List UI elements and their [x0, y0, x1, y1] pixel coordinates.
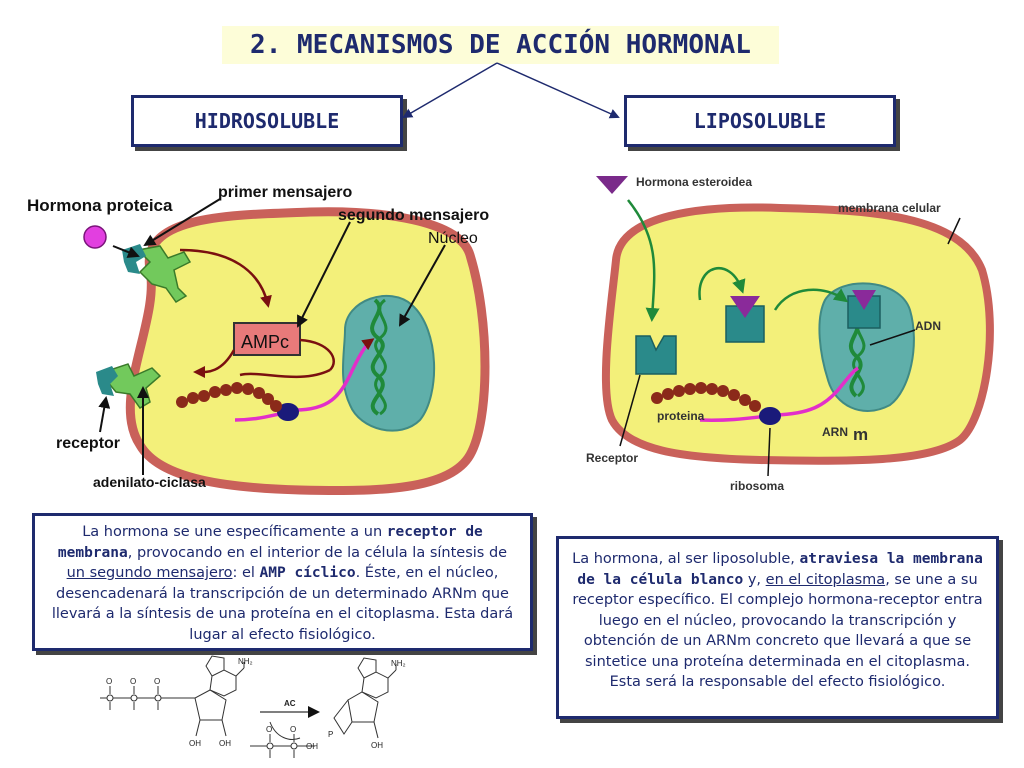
label-primer-mensajero: primer mensajero	[218, 184, 353, 201]
hydrosoluble-label: HIDROSOLUBLE	[194, 109, 340, 133]
right-cell-diagram	[583, 165, 999, 500]
label-receptor-right: Receptor	[586, 451, 638, 465]
label-ribosoma: ribosoma	[730, 479, 784, 493]
nh2-label-2: NH₂	[391, 659, 406, 668]
right-nucleus	[818, 282, 915, 412]
label-adn: ADN	[915, 319, 941, 333]
enzyme-ac-label: AC	[284, 699, 296, 708]
label-segundo-mensajero: segundo mensajero	[338, 207, 489, 224]
right-text-run-1: atraviesa la membrana de la célula blanc…	[577, 551, 983, 588]
left-nucleus	[341, 295, 436, 432]
oh-label-1: OH	[189, 739, 201, 748]
left-text-run-1: receptor de membrana	[57, 524, 483, 561]
right-text-run-4: , se une a su receptor específico. El co…	[572, 571, 983, 691]
o-label-1: O	[106, 677, 112, 686]
liposoluble-description-text: La hormona, al ser liposoluble, atravies…	[572, 551, 983, 690]
chem-labels: NH₂ NH₂ OH OH OH AC O O O O O OH P	[106, 657, 406, 751]
camp-molecule	[333, 657, 397, 739]
label-ampc: AMPc	[241, 332, 289, 352]
liposoluble-description: La hormona, al ser liposoluble, atravies…	[556, 536, 999, 719]
o-label-4: O	[266, 725, 272, 734]
o-label-2: O	[130, 677, 136, 686]
left-text-run-0: La hormona se une específicamente a un	[82, 524, 387, 540]
pyrophosphate	[250, 734, 315, 758]
label-hormona-esteroidea: Hormona esteroidea	[636, 175, 752, 189]
right-text-run-2: y,	[743, 571, 766, 588]
o-label-5: O	[290, 725, 296, 734]
hydrosoluble-box: HIDROSOLUBLE	[131, 95, 403, 147]
right-ribosome	[759, 407, 781, 425]
oh-label-2: OH	[219, 739, 231, 748]
liposoluble-label: LIPOSOLUBLE	[693, 109, 827, 133]
label-membrana-celular: membrana celular	[838, 201, 941, 215]
right-receptor-free	[635, 335, 677, 375]
hydrosoluble-description-text: La hormona se une específicamente a un r…	[52, 524, 513, 643]
right-protein-chain	[651, 382, 761, 412]
left-text-run-6: . Éste, en el núcleo, desencadenará la t…	[51, 565, 514, 643]
left-text-run-2: , provocando en el interior de la célula…	[127, 544, 508, 561]
protein-hormone	[83, 225, 107, 249]
label-arn: ARN	[822, 425, 848, 439]
atp-molecule	[100, 655, 245, 737]
label-adenilato-ciclasa: adenilato-ciclasa	[93, 474, 206, 490]
hydrosoluble-description: La hormona se une específicamente a un r…	[32, 513, 533, 651]
camp-box	[233, 322, 301, 356]
title-connector	[402, 62, 620, 119]
left-ribosome	[277, 403, 299, 421]
label-nucleo: Núcleo	[428, 230, 478, 247]
right-text-run-3: en el citoplasma	[765, 571, 886, 588]
label-receptor-left: receptor	[56, 435, 120, 452]
right-text-run-0: La hormona, al ser liposoluble,	[572, 551, 800, 567]
oh-label-4: OH	[306, 742, 318, 751]
label-arn-sub: m	[853, 425, 868, 444]
left-text-run-4: : el	[232, 565, 260, 581]
liposoluble-box: LIPOSOLUBLE	[624, 95, 896, 147]
left-text-run-3: un segundo mensajero	[66, 565, 233, 581]
left-text-run-5: AMP cíclico	[259, 565, 356, 581]
label-proteina: proteina	[657, 409, 705, 423]
page-title: 2. MECANISMOS DE ACCIÓN HORMONAL	[222, 26, 779, 64]
atp-to-camp-reaction	[100, 655, 397, 758]
label-hormona-proteica: Hormona proteica	[27, 196, 173, 215]
o-label-3: O	[154, 677, 160, 686]
left-protein-chain	[176, 382, 282, 412]
left-receptor-top	[136, 245, 192, 303]
left-cell-diagram	[83, 198, 490, 496]
oh-label-3: OH	[371, 741, 383, 750]
p-label-camp: P	[328, 730, 333, 739]
steroid-hormone	[596, 176, 628, 194]
nh2-label-1: NH₂	[238, 657, 253, 666]
